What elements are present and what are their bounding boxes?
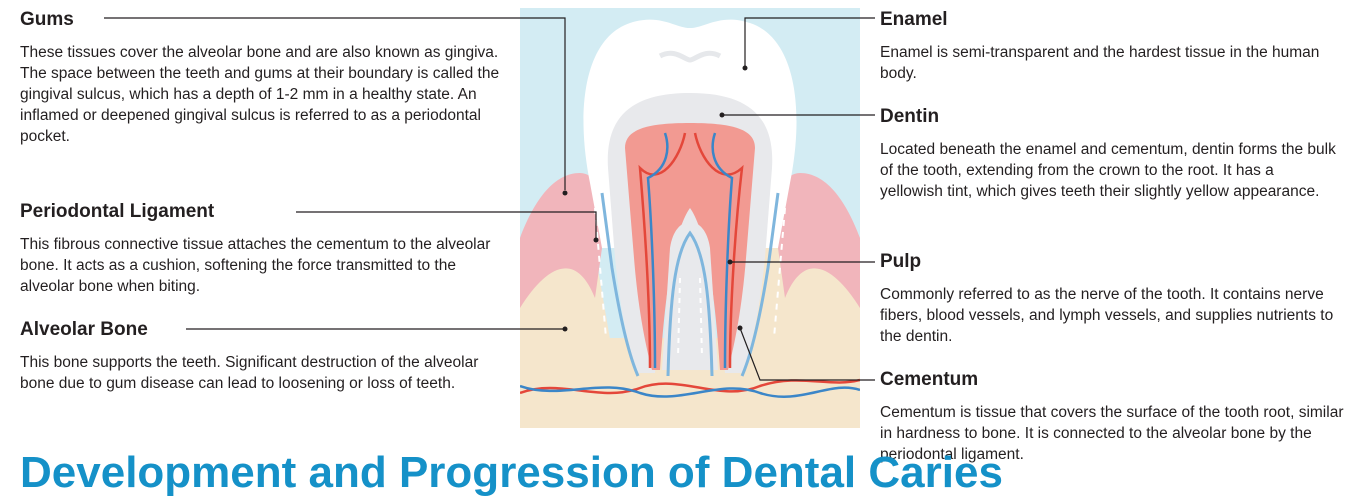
bone-title: Alveolar Bone [20,318,500,342]
enamel-block: Enamel Enamel is semi-transparent and th… [880,8,1340,84]
dentin-title: Dentin [880,105,1340,129]
dentin-description: Located beneath the enamel and cementum,… [880,139,1340,202]
pulp-description: Commonly referred to as the nerve of the… [880,284,1340,347]
bone-block: Alveolar Bone This bone supports the tee… [20,318,500,394]
section-heading: Development and Progression of Dental Ca… [20,448,1003,498]
tooth-diagram [520,8,860,428]
pulp-block: Pulp Commonly referred to as the nerve o… [880,250,1340,347]
ligament-description: This fibrous connective tissue attaches … [20,234,510,297]
bone-description: This bone supports the teeth. Significan… [20,352,500,394]
enamel-title: Enamel [880,8,1340,32]
enamel-description: Enamel is semi-transparent and the harde… [880,42,1340,84]
ligament-block: Periodontal Ligament This fibrous connec… [20,200,510,297]
cementum-title: Cementum [880,368,1350,392]
gums-block: Gums These tissues cover the alveolar bo… [20,8,500,147]
gums-title: Gums [20,8,500,32]
dentin-block: Dentin Located beneath the enamel and ce… [880,105,1340,202]
gums-description: These tissues cover the alveolar bone an… [20,42,500,147]
ligament-title: Periodontal Ligament [20,200,510,224]
pulp-title: Pulp [880,250,1340,274]
